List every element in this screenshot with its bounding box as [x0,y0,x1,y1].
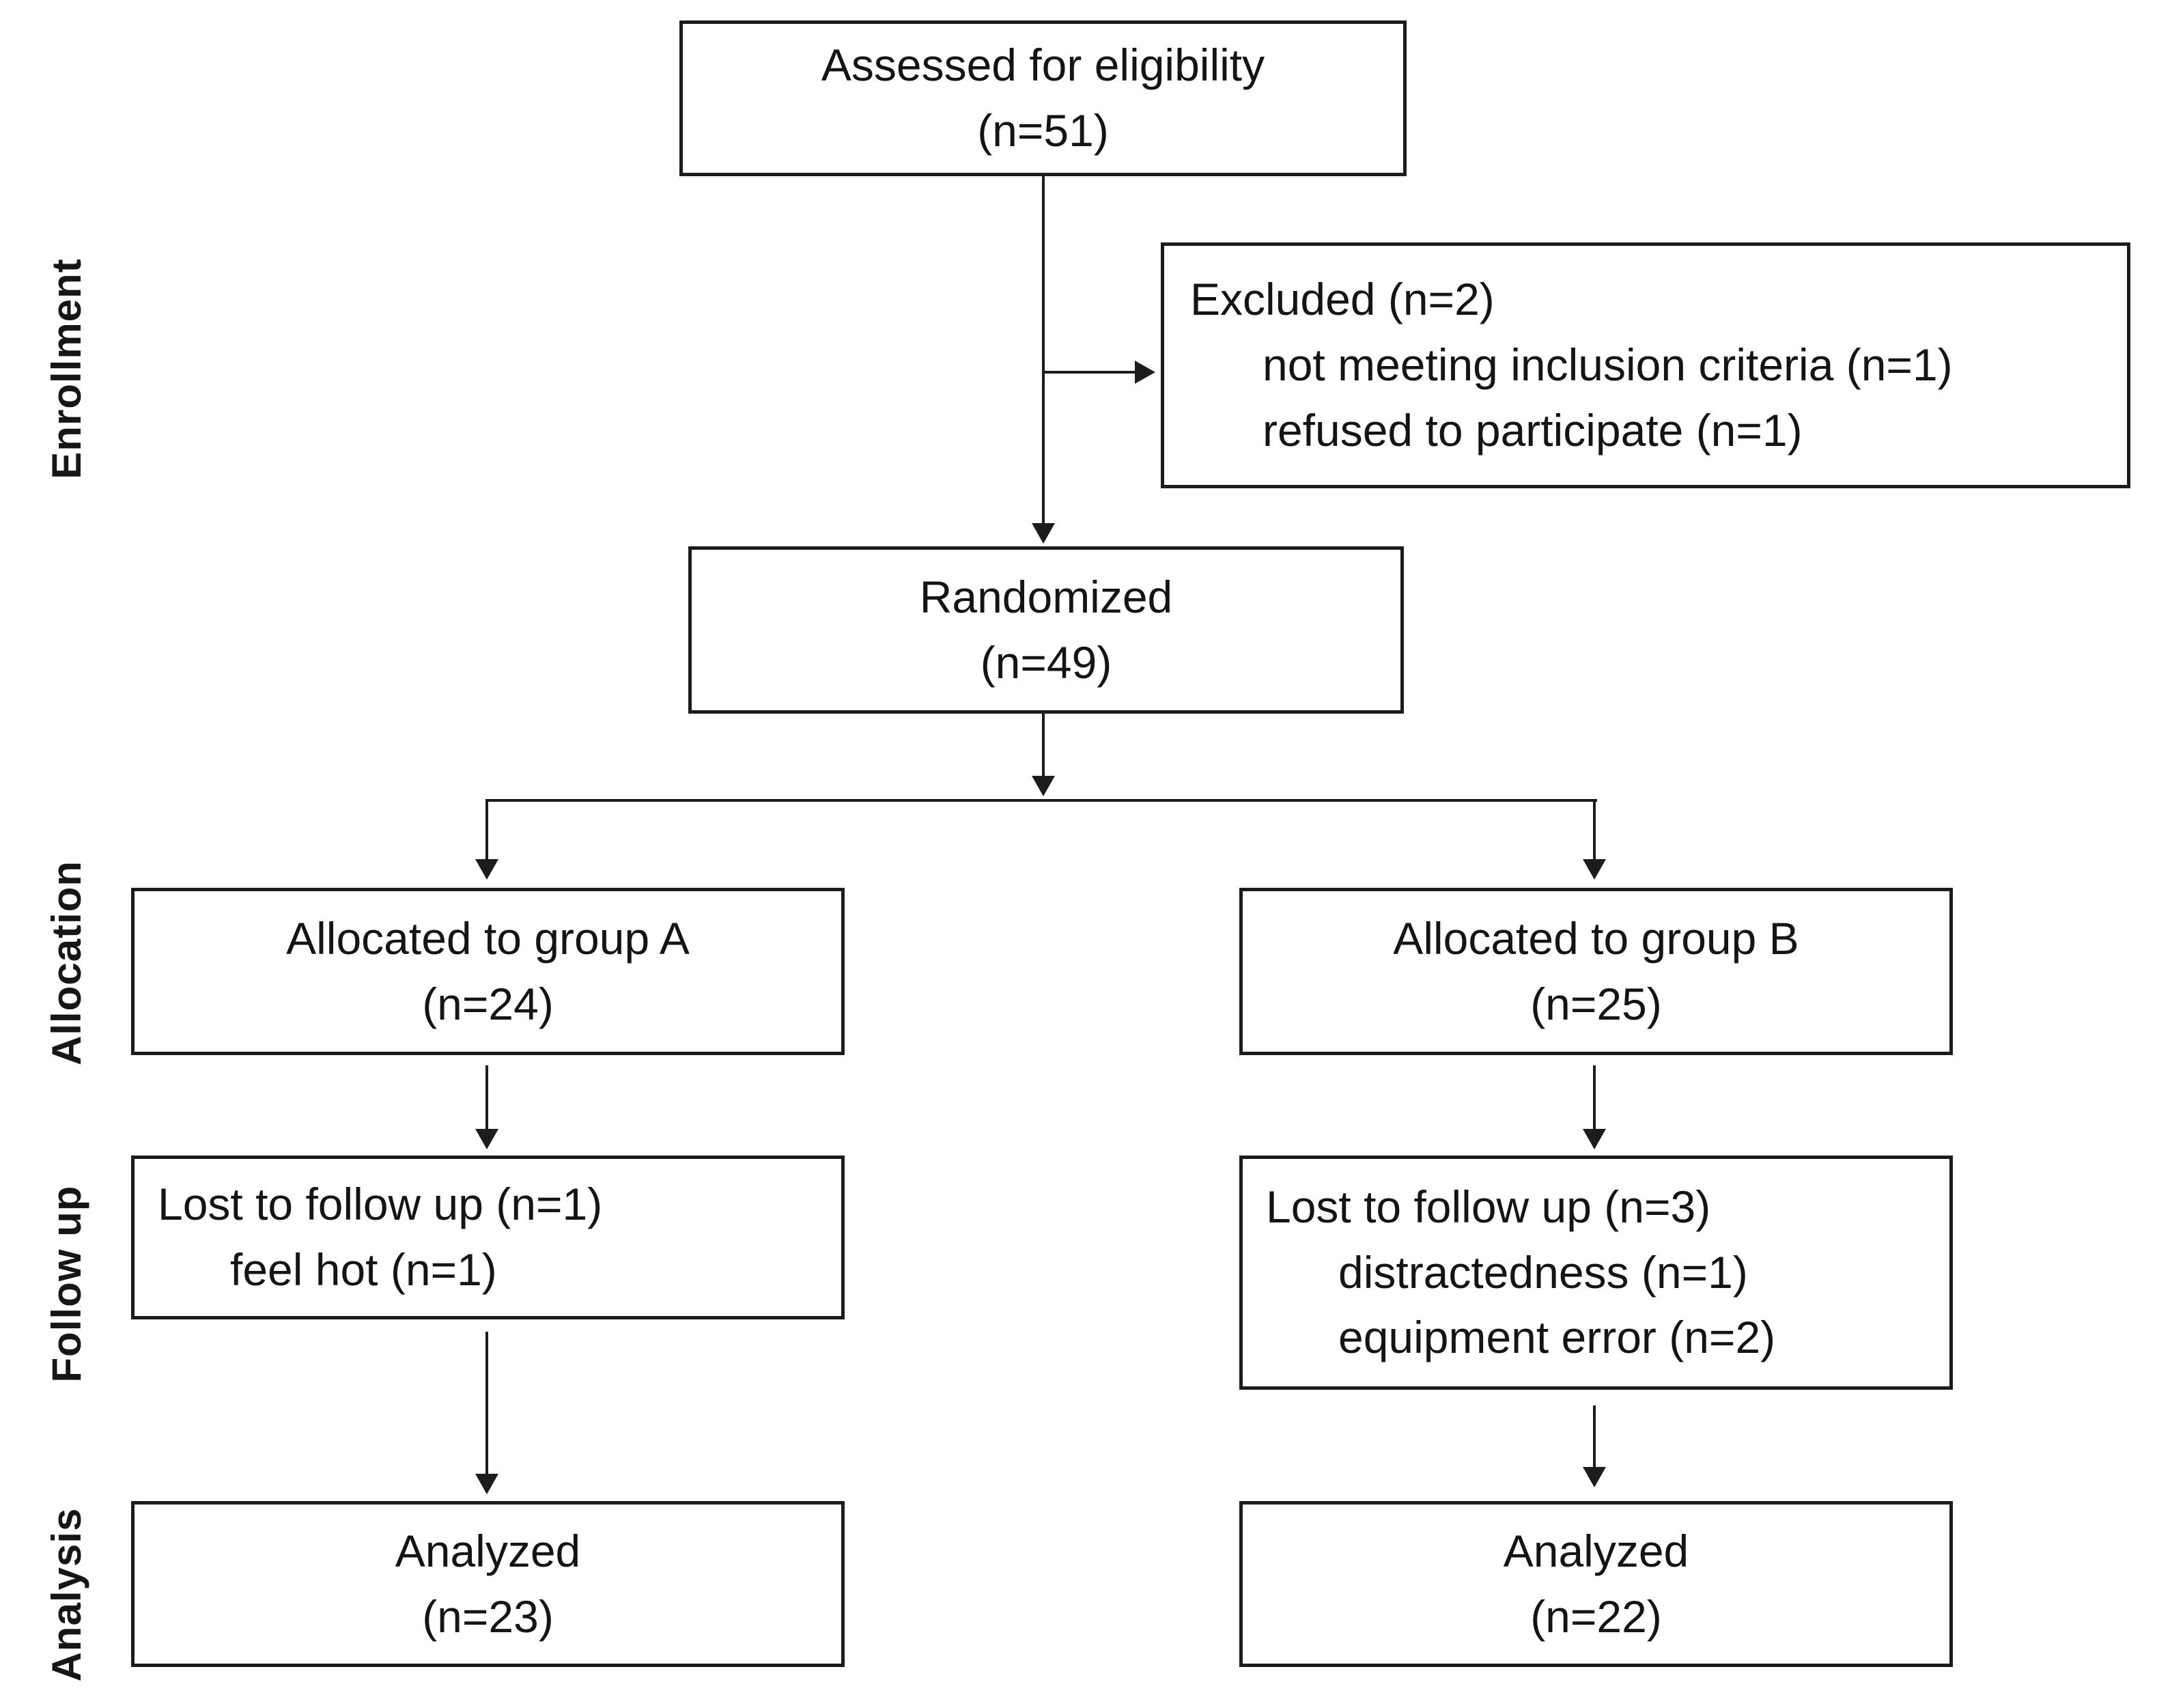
arrow-group-b-to-followup-line [1593,1065,1596,1130]
lost-to-followup-a-box: Lost to follow up (n=1) feel hot (n=1) [131,1156,845,1319]
arrow-split-to-group-b-head [1583,859,1606,880]
analyzed-b-line: Analyzed [1503,1525,1689,1576]
analyzed-a-count: (n=23) [422,1591,554,1642]
randomized-box: Randomized (n=49) [688,546,1404,714]
arrow-assessed-to-excluded-head [1135,361,1155,384]
allocated-group-b-box: Allocated to group B (n=25) [1239,888,1953,1055]
allocated-a-count: (n=24) [422,978,554,1029]
lost-to-followup-b-box: Lost to follow up (n=3) distractedness (… [1239,1156,1953,1390]
arrow-followup-a-to-analyzed-line [485,1332,488,1475]
assessed-count: (n=51) [977,105,1109,156]
analyzed-b-box: Analyzed (n=22) [1239,1501,1953,1667]
analyzed-a-box: Analyzed (n=23) [131,1501,845,1667]
arrow-group-b-to-followup-head [1583,1129,1606,1149]
arrow-randomized-to-split-line [1042,714,1045,777]
arrow-assessed-to-excluded-line [1043,371,1139,374]
arrow-split-to-group-a-head [475,859,498,880]
arrow-assessed-to-randomized-head [1032,523,1055,544]
allocated-a-line: Allocated to group A [286,912,690,964]
followup-a-reason-1: feel hot (n=1) [230,1244,497,1295]
assessed-for-eligibility-box: Assessed for eligibility (n=51) [679,20,1407,176]
followup-b-reason-1: distractedness (n=1) [1338,1246,1748,1298]
excluded-box: Excluded (n=2) not meeting inclusion cri… [1161,242,2130,488]
allocated-b-line: Allocated to group B [1393,912,1799,964]
followup-b-line: Lost to follow up (n=3) [1266,1181,1711,1232]
arrow-followup-b-to-analyzed-head [1583,1467,1606,1487]
arrow-group-a-to-followup-line [485,1065,488,1130]
split-horizontal-line [485,799,1597,802]
arrow-split-to-group-a-line [485,799,488,860]
stage-label-analysis: Analysis [43,1507,89,1682]
arrow-assessed-to-randomized-line [1042,176,1045,524]
arrow-followup-a-to-analyzed-head [475,1474,498,1494]
randomized-line: Randomized [919,571,1173,622]
allocated-group-a-box: Allocated to group A (n=24) [131,888,845,1055]
arrow-group-a-to-followup-head [475,1129,498,1149]
followup-b-reason-2: equipment error (n=2) [1338,1312,1776,1363]
arrow-followup-b-to-analyzed-line [1593,1405,1596,1468]
randomized-count: (n=49) [980,636,1112,688]
allocated-b-count: (n=25) [1530,978,1662,1029]
excluded-line: Excluded (n=2) [1190,274,1495,325]
arrow-randomized-to-split-head [1032,776,1055,796]
arrow-split-to-group-b-line [1593,799,1596,860]
followup-a-line: Lost to follow up (n=1) [158,1179,603,1230]
stage-label-enrollment: Enrollment [43,258,89,479]
assessed-line: Assessed for eligibility [821,40,1265,91]
analyzed-b-count: (n=22) [1530,1591,1662,1642]
excluded-reason-1: not meeting inclusion criteria (n=1) [1263,339,1953,391]
excluded-reason-2: refused to participate (n=1) [1263,404,1803,456]
analyzed-a-line: Analyzed [395,1525,581,1576]
